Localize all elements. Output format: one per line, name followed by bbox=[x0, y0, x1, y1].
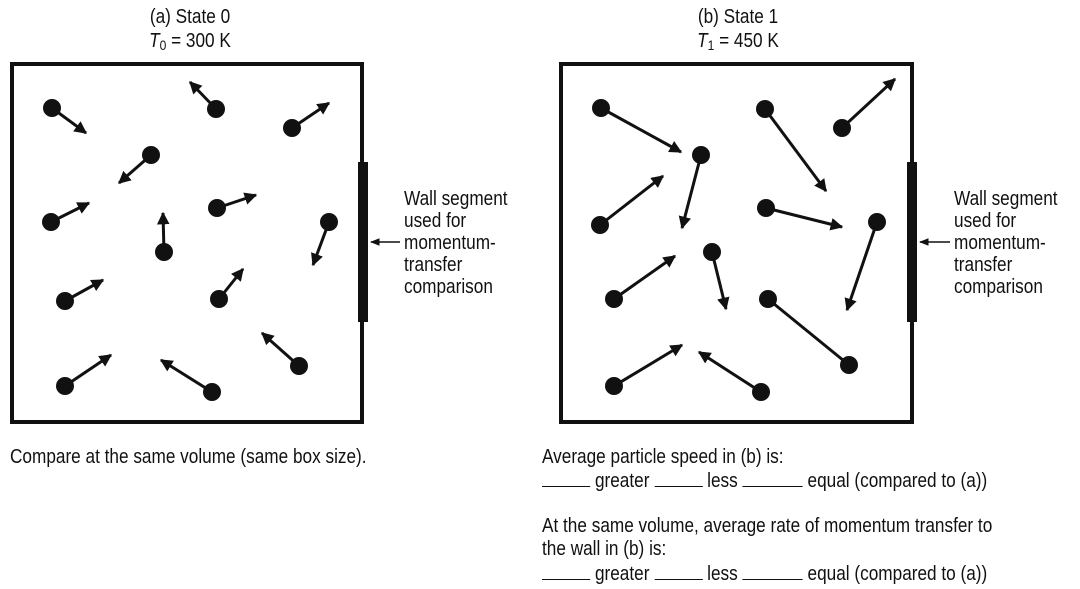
particle bbox=[756, 100, 828, 193]
wall-label-line: transfer bbox=[404, 254, 463, 276]
particle bbox=[159, 358, 221, 401]
particle bbox=[261, 331, 308, 375]
wall-label-line: Wall segment bbox=[954, 188, 1058, 210]
wall-label-line: used for bbox=[404, 210, 467, 232]
answer-blank-equal[interactable] bbox=[742, 470, 803, 487]
panel-b-temperature: T1 = 450 K bbox=[678, 30, 798, 52]
particle bbox=[703, 243, 730, 311]
particle bbox=[43, 99, 88, 135]
option-greater: greater bbox=[594, 470, 650, 492]
particles-a bbox=[42, 80, 338, 401]
particle bbox=[155, 211, 173, 261]
particles-b bbox=[591, 77, 897, 401]
wall-label-line: Wall segment bbox=[404, 188, 508, 210]
particle bbox=[208, 192, 258, 217]
question-2-prompt-line-1: At the same volume, average rate of mome… bbox=[542, 515, 993, 537]
answer-blank-less[interactable] bbox=[654, 563, 703, 580]
particle bbox=[844, 213, 886, 312]
option-less: less bbox=[707, 470, 738, 492]
wall-label-line: comparison bbox=[954, 276, 1043, 298]
wall-label-line: momentum- bbox=[954, 232, 1046, 254]
temp-value: = 300 K bbox=[171, 30, 231, 52]
wall-label-line: transfer bbox=[954, 254, 1013, 276]
particle bbox=[759, 290, 858, 374]
question-2-prompt-line-2: the wall in (b) is: bbox=[542, 538, 667, 560]
wall-segment-a bbox=[358, 162, 368, 322]
temp-subscript: 1 bbox=[707, 37, 715, 53]
particle bbox=[56, 278, 105, 310]
particle bbox=[56, 353, 113, 395]
particle bbox=[605, 343, 684, 395]
particle bbox=[42, 201, 91, 231]
particle bbox=[697, 350, 770, 401]
question-2-options: greater less equal (compared to (a)) bbox=[542, 563, 987, 585]
answer-blank-greater[interactable] bbox=[542, 470, 591, 487]
temp-subscript: 0 bbox=[159, 37, 167, 53]
option-equal: equal (compared to (a)) bbox=[807, 563, 988, 585]
panel-a-temperature: T0 = 300 K bbox=[130, 30, 250, 52]
option-equal: equal (compared to (a)) bbox=[807, 470, 988, 492]
particle bbox=[311, 213, 338, 267]
wall-label-line: momentum- bbox=[404, 232, 496, 254]
particle bbox=[592, 99, 683, 154]
question-1-options: greater less equal (compared to (a)) bbox=[542, 470, 987, 492]
temp-value: = 450 K bbox=[719, 30, 779, 52]
temp-symbol: T bbox=[697, 30, 708, 52]
box-b bbox=[559, 62, 914, 424]
particle bbox=[591, 174, 664, 234]
particle bbox=[188, 80, 225, 118]
same-volume-note: Compare at the same volume (same box siz… bbox=[10, 446, 367, 468]
question-1-prompt: Average particle speed in (b) is: bbox=[542, 446, 784, 468]
particle bbox=[283, 101, 331, 137]
particle bbox=[678, 146, 710, 230]
option-greater: greater bbox=[594, 563, 650, 585]
particle bbox=[210, 268, 245, 308]
panel-b-title: (b) State 1 bbox=[697, 6, 779, 28]
particle bbox=[757, 199, 844, 231]
particle bbox=[833, 77, 897, 137]
wall-segment-b bbox=[907, 162, 917, 322]
answer-blank-less[interactable] bbox=[654, 470, 703, 487]
answer-blank-equal[interactable] bbox=[742, 563, 803, 580]
option-less: less bbox=[707, 563, 738, 585]
particle bbox=[118, 146, 160, 185]
temp-symbol: T bbox=[149, 30, 160, 52]
wall-label-line: comparison bbox=[404, 276, 493, 298]
panel-a-title: (a) State 0 bbox=[149, 6, 231, 28]
particle bbox=[605, 254, 677, 308]
wall-label-line: used for bbox=[954, 210, 1017, 232]
answer-blank-greater[interactable] bbox=[542, 563, 591, 580]
